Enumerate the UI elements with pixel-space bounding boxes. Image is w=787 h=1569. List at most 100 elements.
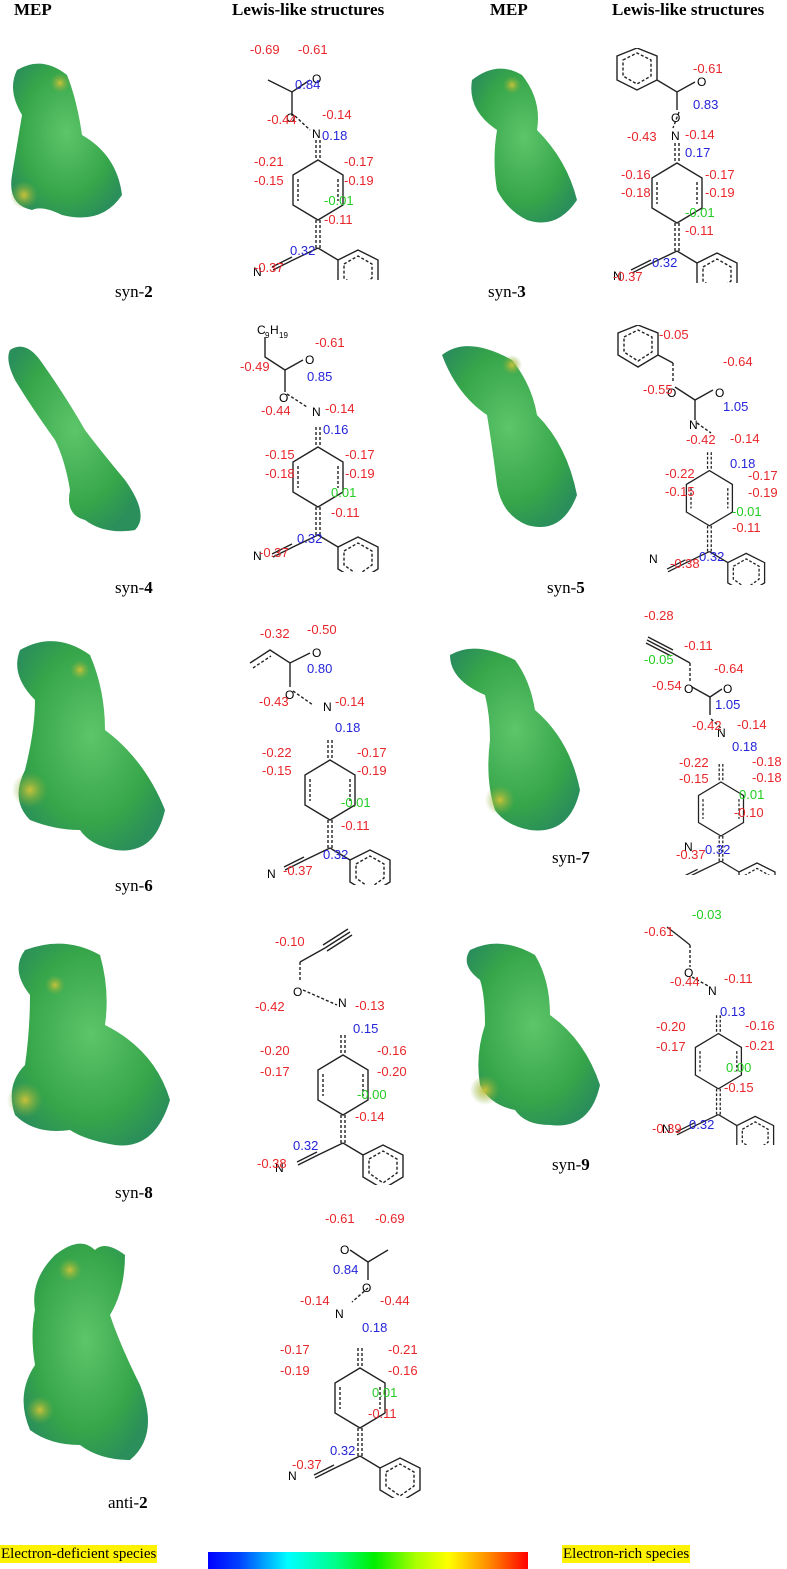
charge-label: 0.01 xyxy=(331,485,357,500)
svg-text:N: N xyxy=(613,269,622,283)
svg-text:O: O xyxy=(286,111,295,125)
mep-surface-syn-6 xyxy=(5,630,175,865)
charge-label: 0.17 xyxy=(685,145,711,160)
charge-label: -0.11 xyxy=(684,638,713,653)
charge-label: 0.32 xyxy=(290,243,316,258)
mep-surface-syn-5 xyxy=(437,335,597,540)
svg-text:N: N xyxy=(338,996,347,1010)
charge-label: -0.19 xyxy=(705,185,735,200)
mep-surface-syn-9 xyxy=(460,935,620,1140)
charge-label: -0.03 xyxy=(692,907,722,922)
charge-label: -0.42 xyxy=(692,718,722,733)
svg-text:O: O xyxy=(684,966,693,980)
charge-label: 1.05 xyxy=(723,399,749,414)
charge-label: 0.32 xyxy=(652,255,678,270)
charge-label: -0.43 xyxy=(627,129,657,144)
charge-label: -0.11 xyxy=(685,223,714,238)
charge-label: -0.17 xyxy=(656,1039,686,1054)
svg-text:O: O xyxy=(723,682,732,696)
charge-label: -0.49 xyxy=(240,359,270,374)
charge-label: -0.50 xyxy=(307,622,337,637)
charge-label: -0.18 xyxy=(621,185,651,200)
svg-text:O: O xyxy=(285,688,294,702)
charge-label: -0.01 xyxy=(324,193,354,208)
charge-label: 0.01 xyxy=(739,787,765,802)
charge-label: -0.21 xyxy=(254,154,284,169)
charge-label: -0.61 xyxy=(693,61,723,76)
charge-label: -0.19 xyxy=(280,1363,310,1378)
charge-label: -0.69 xyxy=(250,42,280,57)
charge-label: -0.15 xyxy=(254,173,284,188)
charge-label: -0.61 xyxy=(644,924,674,939)
charge-label: -0.38 xyxy=(257,1156,287,1171)
charge-label: -0.10 xyxy=(734,805,764,820)
charge-label: -0.55 xyxy=(643,382,673,397)
legend-electron-rich: Electron-rich species xyxy=(562,1545,691,1563)
charge-label: 0.83 xyxy=(693,97,719,112)
charge-label: -0.11 xyxy=(341,818,370,833)
charge-label: -0.01 xyxy=(341,795,371,810)
charge-label: -0.14 xyxy=(300,1293,330,1308)
svg-text:N: N xyxy=(708,984,717,998)
svg-text:C: C xyxy=(257,323,266,337)
header-lewis-left: Lewis-like structures xyxy=(232,0,385,19)
charge-label: -0.21 xyxy=(388,1342,418,1357)
caption-syn-2: syn-2 xyxy=(115,282,153,301)
charge-label: -0.01 xyxy=(685,205,715,220)
caption-syn-3: syn-3 xyxy=(488,282,526,301)
charge-label: -0.10 xyxy=(275,934,305,949)
charge-label: -0.05 xyxy=(659,327,689,342)
charge-label: -0.14 xyxy=(730,431,760,446)
charge-label: -0.11 xyxy=(732,520,761,535)
charge-label: -0.17 xyxy=(280,1342,310,1357)
charge-label: -0.15 xyxy=(262,763,292,778)
header-mep-left: MEP xyxy=(14,0,52,19)
charge-label: -0.43 xyxy=(259,694,289,709)
charge-label: -0.14 xyxy=(322,107,352,122)
charge-label: -0.32 xyxy=(260,626,290,641)
charge-label: -0.44 xyxy=(380,1293,410,1308)
charge-label: -0.44 xyxy=(261,403,291,418)
charge-label: 1.05 xyxy=(715,697,741,712)
charge-label: -0.64 xyxy=(714,661,744,676)
legend-electron-deficient: Electron-deficient species xyxy=(0,1545,158,1563)
charge-label: -0.17 xyxy=(260,1064,290,1079)
mep-surface-anti-2 xyxy=(10,1235,180,1470)
charge-label: -0.61 xyxy=(298,42,328,57)
charge-label: -0.22 xyxy=(665,466,695,481)
mep-color-scale-bar xyxy=(208,1552,528,1569)
charge-label: -0.14 xyxy=(335,694,365,709)
charge-label: 0.84 xyxy=(295,77,321,92)
charge-label: 0.18 xyxy=(732,739,758,754)
charge-label: -0.11 xyxy=(331,505,360,520)
svg-text:O: O xyxy=(362,1281,371,1295)
svg-text:N: N xyxy=(275,1161,284,1175)
charge-label: -0.18 xyxy=(265,466,295,481)
svg-text:N: N xyxy=(717,726,726,740)
charge-label: 0.18 xyxy=(335,720,361,735)
charge-label: -0.19 xyxy=(345,466,375,481)
charge-label: -0.15 xyxy=(724,1080,754,1095)
caption-syn-7: syn-7 xyxy=(552,848,590,867)
charge-label: 0.32 xyxy=(689,1117,715,1132)
charge-label: 0.01 xyxy=(372,1385,398,1400)
mep-surface-syn-3 xyxy=(462,60,592,235)
svg-text:O: O xyxy=(697,75,706,89)
header-lewis-right: Lewis-like structures xyxy=(612,0,765,19)
charge-label: -0.13 xyxy=(355,998,385,1013)
charge-label: -0.15 xyxy=(265,447,295,462)
svg-text:O: O xyxy=(671,111,680,125)
header-mep-right: MEP xyxy=(490,0,528,19)
charge-label: -0.42 xyxy=(255,999,285,1014)
svg-text:O: O xyxy=(312,646,321,660)
charge-label: -0.11 xyxy=(324,212,353,227)
svg-text:N: N xyxy=(689,418,698,432)
charge-label: -0.16 xyxy=(745,1018,775,1033)
charge-label: -0.00 xyxy=(357,1087,387,1102)
